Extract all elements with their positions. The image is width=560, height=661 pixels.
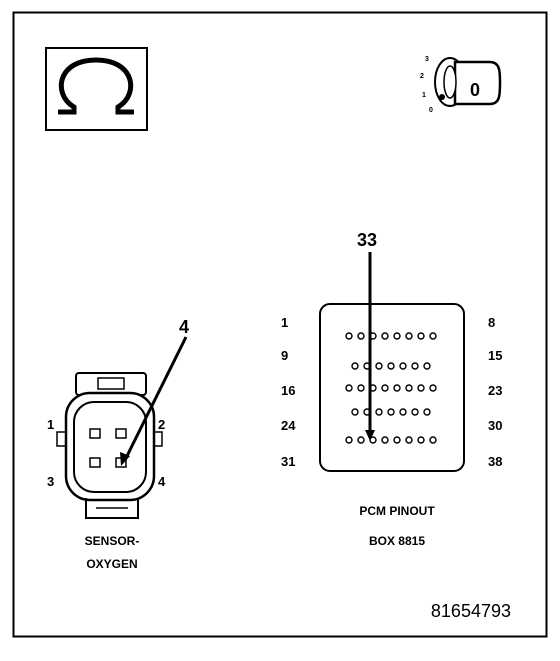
ignition-pos-0: 0 bbox=[429, 107, 433, 114]
diagram-frame bbox=[12, 11, 548, 638]
ignition-keyhole bbox=[443, 65, 457, 99]
pcm-row-label-left-2: 9 bbox=[281, 348, 288, 363]
pcm-pin-11 bbox=[375, 362, 383, 370]
pcm-pin-21 bbox=[405, 384, 413, 392]
sensor-pin-2 bbox=[115, 428, 127, 439]
pcm-pin-22 bbox=[417, 384, 425, 392]
sensor-body-inner bbox=[73, 401, 147, 493]
pcm-row-label-right-1: 8 bbox=[488, 315, 495, 330]
pcm-pin-31 bbox=[345, 436, 353, 444]
pcm-row-label-left-5: 31 bbox=[281, 454, 295, 469]
sensor-pin-3 bbox=[89, 457, 101, 468]
pcm-pin-38 bbox=[429, 436, 437, 444]
pcm-pin-32 bbox=[357, 436, 365, 444]
sensor-foot bbox=[85, 498, 139, 519]
pcm-pin-26 bbox=[375, 408, 383, 416]
ohm-icon bbox=[58, 57, 134, 115]
pcm-pin-30 bbox=[423, 408, 431, 416]
pcm-row-label-left-4: 24 bbox=[281, 418, 296, 433]
ignition-key-symbol: 3 2 1 0 0 bbox=[420, 56, 502, 114]
sensor-callout-label: 4 bbox=[179, 317, 189, 337]
sensor-callout-arrowhead bbox=[120, 452, 130, 466]
pcm-pin-27 bbox=[387, 408, 395, 416]
pcm-row-label-right-3: 23 bbox=[488, 383, 502, 398]
pcm-pin-grid bbox=[345, 332, 437, 444]
pcm-pin-37 bbox=[417, 436, 425, 444]
sensor-pin-label-4: 4 bbox=[158, 474, 166, 489]
ohmmeter-symbol bbox=[45, 47, 148, 131]
sensor-pin-label-1: 1 bbox=[47, 417, 54, 432]
pcm-pin-1 bbox=[345, 332, 353, 340]
sensor-caption-line2: OXYGEN bbox=[86, 557, 137, 571]
pcm-pin-20 bbox=[393, 384, 401, 392]
sensor-caption-line1: SENSOR- bbox=[85, 534, 140, 548]
pcm-pin-34 bbox=[381, 436, 389, 444]
pcm-row-label-right-5: 38 bbox=[488, 454, 502, 469]
pcm-connector-body bbox=[319, 303, 465, 472]
pcm-pin-12 bbox=[387, 362, 395, 370]
sensor-pin-1 bbox=[89, 428, 101, 439]
ignition-pointer-dot bbox=[439, 94, 445, 100]
pcm-caption-line2: BOX 8815 bbox=[369, 534, 425, 548]
pcm-row-label-right-4: 30 bbox=[488, 418, 502, 433]
pcm-caption-line1: PCM PINOUT bbox=[359, 504, 435, 518]
sensor-callout-arrow bbox=[124, 336, 188, 459]
ignition-pos-1: 1 bbox=[422, 92, 426, 99]
pcm-pin-23 bbox=[429, 384, 437, 392]
pcm-pin-13 bbox=[399, 362, 407, 370]
pcm-pin-19 bbox=[381, 384, 389, 392]
pcm-pin-17 bbox=[357, 384, 365, 392]
pcm-pinout-connector: 1 9 16 24 31 8 15 23 30 38 33 PCM PINOUT… bbox=[281, 230, 502, 548]
ignition-key-label: 0 bbox=[470, 80, 480, 100]
figure-id: 81654793 bbox=[431, 601, 511, 621]
pcm-row-label-right-2: 15 bbox=[488, 348, 502, 363]
pcm-pin-9 bbox=[351, 362, 359, 370]
pcm-pin-28 bbox=[399, 408, 407, 416]
pcm-pin-2 bbox=[357, 332, 365, 340]
pcm-pin-15 bbox=[423, 362, 431, 370]
ohm-box bbox=[45, 47, 148, 131]
pcm-pin-4 bbox=[381, 332, 389, 340]
ignition-pos-3: 3 bbox=[425, 56, 429, 63]
pcm-pin-6 bbox=[405, 332, 413, 340]
pcm-pin-29 bbox=[411, 408, 419, 416]
pcm-pin-16 bbox=[345, 384, 353, 392]
oxygen-sensor-connector: 1 2 3 4 4 SENSOR- OXYGEN bbox=[47, 317, 189, 571]
pcm-pin-36 bbox=[405, 436, 413, 444]
ignition-key-head bbox=[453, 60, 502, 106]
pcm-pin-5 bbox=[393, 332, 401, 340]
pcm-pin-7 bbox=[417, 332, 425, 340]
pcm-pin-35 bbox=[393, 436, 401, 444]
pcm-callout-arrowhead bbox=[365, 430, 375, 441]
pcm-pin-24 bbox=[351, 408, 359, 416]
sensor-latch-tab bbox=[97, 377, 125, 390]
pcm-row-label-left-1: 1 bbox=[281, 315, 288, 330]
ignition-pos-2: 2 bbox=[420, 73, 424, 80]
sensor-pin-label-3: 3 bbox=[47, 474, 54, 489]
pcm-pin-14 bbox=[411, 362, 419, 370]
pcm-pin-8 bbox=[429, 332, 437, 340]
pcm-callout-label: 33 bbox=[357, 230, 377, 250]
sensor-pin-label-2: 2 bbox=[158, 417, 165, 432]
pcm-row-label-left-3: 16 bbox=[281, 383, 295, 398]
